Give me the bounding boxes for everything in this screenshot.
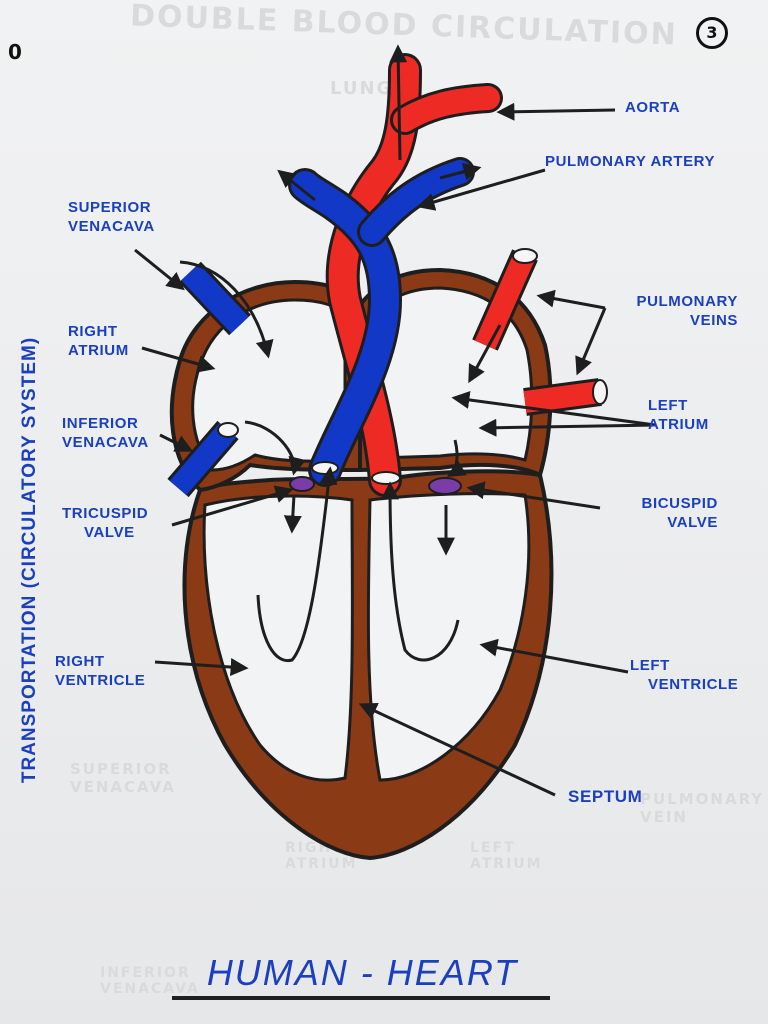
page-number: 3 [696,17,728,49]
label-pulmonary-artery: PULMONARY ARTERY [545,153,716,170]
ghost-text-pulmonary-vein: PULMONARY VEIN [640,790,765,826]
leader-septum [358,702,556,797]
title-underline [172,996,550,1000]
flow-arrow-la [446,439,467,477]
label-aorta: AORTA [625,99,681,116]
ghost-text-superior-venacava: SUPERIOR VENACAVA [70,760,176,796]
leader-pulmonary-veins-2 [575,307,607,376]
leader-pulmonary-veins-1 [536,289,606,310]
leader-left-ventricle [479,638,629,674]
leader-superior-venacava [134,248,185,291]
leader-right-atrium [141,346,216,373]
label-septum: SEPTUM [568,787,643,806]
leader-pulmonary-artery [416,168,546,211]
ghost-text-left-atrium: LEFT ATRIUM [470,840,543,872]
ghost-text-inferior-venacava: INFERIOR VENACAVA [100,965,200,997]
right-ventricle-chamber [202,494,354,782]
corner-mark: 0 [8,40,22,64]
leader-inferior-venacava [159,433,194,452]
flow-arrow-ivc [244,420,307,476]
leader-tricuspid [171,485,294,527]
flow-arrow-lv-up [381,481,460,662]
page-title: HUMAN - HEART [206,952,519,993]
flow-arrow-pa-left [277,169,316,202]
leader-left-atrium-1 [451,391,656,427]
leader-aorta [496,102,616,121]
left-ventricle-chamber [366,492,531,782]
ghost-text-lungs: LUNGS [330,78,409,99]
flow-arrow-svc [179,260,274,359]
flow-arrow-pa-right [439,162,482,181]
leader-right-ventricle [154,658,249,677]
bicuspid-valve-shape [428,477,462,495]
flow-arrow-pv [468,324,502,384]
flow-arrow-aorta-up [389,44,408,161]
tricuspid-valve-shape [289,476,315,492]
leader-left-atrium-2 [478,418,656,437]
flow-arrow-rv-up [256,466,338,663]
leader-bicuspid [466,481,601,510]
flow-arrow-tricuspid [283,494,302,534]
